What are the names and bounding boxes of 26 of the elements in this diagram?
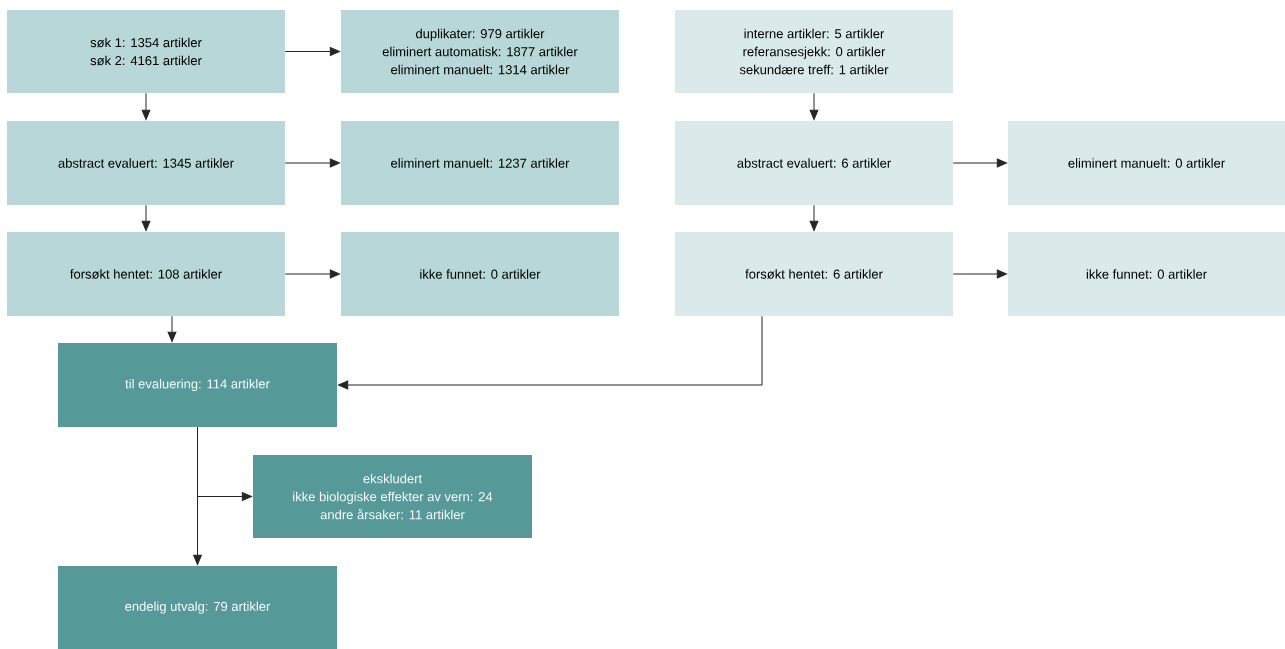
process-box: interne artikler: 5 artikler referansesjekk: 0 artikler sekundære treff: 1 artikler [675, 10, 953, 93]
process-box: til evaluering: 114 artikler [58, 343, 337, 427]
process-box: duplikater: 979 artikler eliminert automatisk: 1877 artikler eliminert manuelt: 1314 artikler [341, 10, 619, 93]
process-box: eliminert manuelt: 1237 artikler [341, 121, 619, 205]
process-box: ikke funnet: 0 artikler [1008, 232, 1285, 316]
process-box: abstract evaluert: 6 artikler [675, 121, 953, 205]
process-box: ekskludert ikke biologiske effekter av vern: 24 andre årsaker: 11 artikler [253, 455, 532, 538]
arrow [952, 269, 1007, 279]
process-box: forsøkt hentet: 6 artikler [675, 232, 953, 316]
arrow [141, 92, 151, 120]
process-box: endelig utvalg: 79 artikler [58, 566, 337, 649]
process-box: ikke funnet: 0 artikler [341, 232, 619, 316]
process-box: abstract evaluert: 1345 artikler [7, 121, 285, 205]
arrow [338, 315, 763, 390]
arrow [809, 204, 819, 231]
arrow [284, 269, 340, 279]
process-box: forsøkt hentet: 108 artikler [7, 232, 285, 316]
arrow [952, 158, 1007, 168]
arrow [809, 92, 819, 120]
arrow [193, 426, 202, 565]
arrow [284, 158, 340, 168]
arrow [167, 315, 177, 342]
arrow [284, 47, 340, 56]
arrow [141, 204, 151, 231]
process-box: eliminert manuelt: 0 artikler [1008, 121, 1285, 205]
process-box: søk 1: 1354 artikler søk 2: 4161 artikler [7, 10, 285, 93]
